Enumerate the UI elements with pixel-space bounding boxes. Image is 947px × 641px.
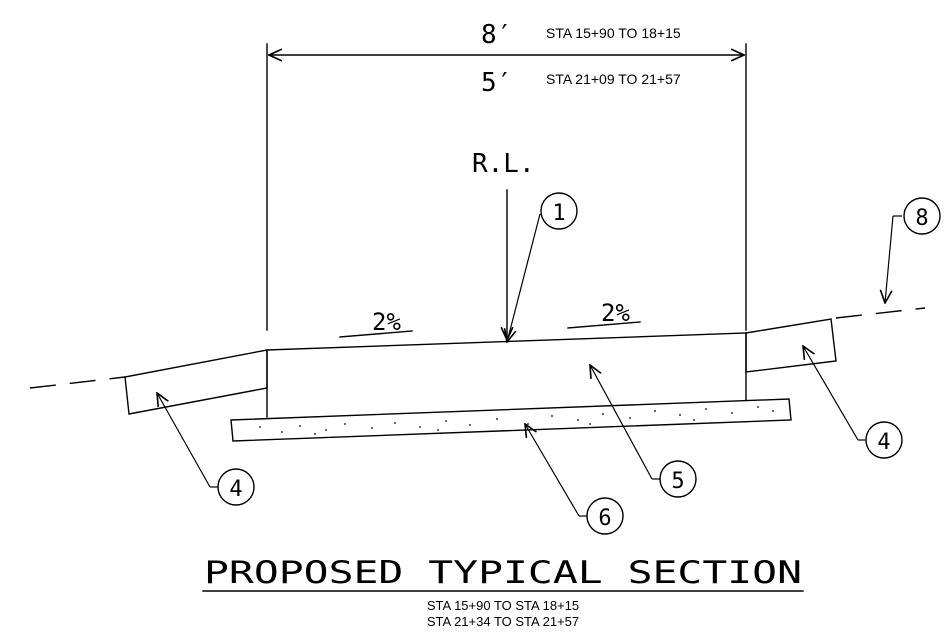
callout-4-left-number: 4	[229, 477, 242, 502]
base-course	[230, 398, 792, 442]
slope-right-underline	[567, 321, 641, 329]
callout-6-number: 6	[598, 506, 611, 531]
callout-5-number: 5	[671, 469, 684, 494]
section-title-station-1: STA 15+90 TO STA 18+15	[427, 598, 579, 613]
dimension-width-top: 8′	[481, 20, 512, 50]
callout-8-leader	[885, 215, 894, 303]
dimension-width-top-note: STA 15+90 TO 18+15	[546, 25, 681, 41]
section-title: PROPOSED TYPICAL SECTION	[204, 555, 802, 591]
callout-4-right-number: 4	[877, 430, 890, 455]
slope-left-label: 2%	[372, 308, 401, 336]
slope-left-underline	[339, 330, 413, 338]
shoulder-left	[124, 349, 268, 415]
callout-1-circle	[540, 192, 578, 230]
slope-right-label: 2%	[601, 299, 630, 327]
callout-1-leader	[507, 213, 541, 342]
callout-8-number: 8	[915, 206, 928, 231]
callout-4-left-leader	[157, 393, 211, 488]
base-course-stipple	[259, 406, 774, 435]
callout-6-leader	[525, 424, 580, 517]
reference-line-label: R.L.	[472, 149, 535, 179]
callout-5-circle	[659, 460, 697, 498]
callout-4-right-circle	[865, 421, 903, 459]
callout-1-number: 1	[552, 201, 565, 226]
callout-6-circle	[586, 497, 624, 535]
shoulder-right	[745, 318, 837, 373]
callout-4-left-circle	[217, 468, 255, 506]
dimension-width-bottom: 5′	[481, 68, 512, 98]
ground-line-left	[29, 376, 126, 389]
callout-5-leader	[590, 365, 653, 480]
dimension-width-bottom-note: STA 21+09 TO 21+57	[546, 71, 681, 87]
ground-line-right	[835, 307, 926, 319]
callout-8-circle	[903, 197, 941, 235]
section-title-station-2: STA 21+34 TO STA 21+57	[427, 614, 579, 629]
callout-4-right-leader	[803, 346, 859, 441]
